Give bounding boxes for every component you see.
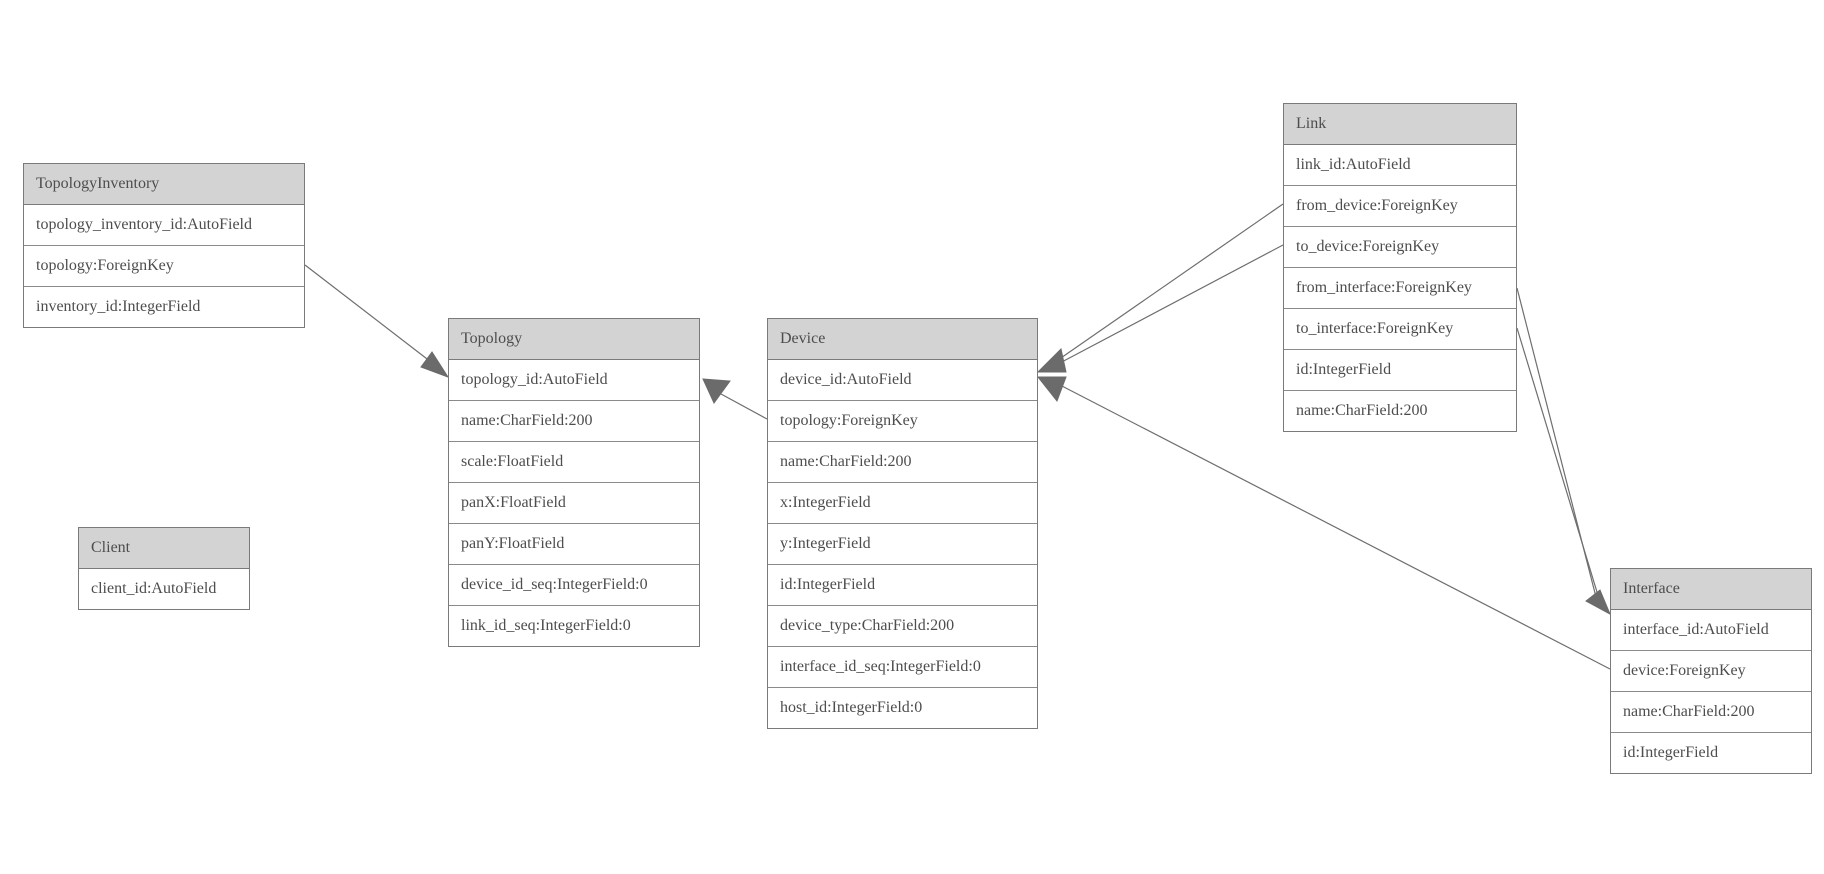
entity-device-title: Device xyxy=(768,319,1037,360)
edge-link-tointerface-interface xyxy=(1516,327,1601,603)
field-row: device_type:CharField:200 xyxy=(768,606,1037,647)
entity-topologyinventory-title: TopologyInventory xyxy=(24,164,304,205)
arrowhead-interface-from-link xyxy=(1585,589,1612,616)
field-row: y:IntegerField xyxy=(768,524,1037,565)
arrowhead-topology-from-device xyxy=(702,378,731,404)
field-row: topology:ForeignKey xyxy=(24,246,304,287)
edge-topologyinventory-topology xyxy=(304,264,432,363)
field-row: device:ForeignKey xyxy=(1611,651,1811,692)
field-row: inventory_id:IntegerField xyxy=(36,298,201,315)
field-row: id:IntegerField xyxy=(768,565,1037,606)
field-row: x:IntegerField xyxy=(768,483,1037,524)
edge-link-todevice-device xyxy=(1057,244,1284,365)
field-row: host_id:IntegerField:0 xyxy=(780,699,923,716)
field-row: interface_id:AutoField xyxy=(1611,610,1811,651)
field-row: topology_inventory_id:AutoField xyxy=(24,205,304,246)
entity-topologyinventory: TopologyInventory topology_inventory_id:… xyxy=(23,163,305,328)
field-row: to_device:ForeignKey xyxy=(1284,227,1516,268)
field-row: from_interface:ForeignKey xyxy=(1284,268,1516,309)
entity-device: Device device_id:AutoField topology:Fore… xyxy=(767,318,1038,729)
field-row: name:CharField:200 xyxy=(1296,402,1428,419)
field-row: from_device:ForeignKey xyxy=(1284,186,1516,227)
entity-topology-title: Topology xyxy=(449,319,699,360)
edge-device-topology xyxy=(720,393,768,420)
field-row: to_interface:ForeignKey xyxy=(1284,309,1516,350)
field-row: id:IntegerField xyxy=(1284,350,1516,391)
field-row: scale:FloatField xyxy=(449,442,699,483)
arrowhead-device-from-link xyxy=(1036,347,1067,373)
entity-interface-title: Interface xyxy=(1611,569,1811,610)
entity-link-title: Link xyxy=(1284,104,1516,145)
field-row: client_id:AutoField xyxy=(91,580,217,597)
entity-link: Link link_id:AutoField from_device:Forei… xyxy=(1283,103,1517,432)
entity-client: Client client_id:AutoField xyxy=(78,527,250,610)
field-row: name:CharField:200 xyxy=(449,401,699,442)
field-row: panX:FloatField xyxy=(449,483,699,524)
arrowhead-topology-from-topologyinventory xyxy=(420,351,450,378)
entity-interface: Interface interface_id:AutoField device:… xyxy=(1610,568,1812,774)
edge-interface-device xyxy=(1059,384,1611,670)
field-row: link_id_seq:IntegerField:0 xyxy=(461,617,631,634)
field-row: panY:FloatField xyxy=(449,524,699,565)
field-row: device_id_seq:IntegerField:0 xyxy=(449,565,699,606)
field-row: topology:ForeignKey xyxy=(768,401,1037,442)
arrowhead-device-from-interface xyxy=(1036,376,1067,403)
edge-link-fromdevice-device xyxy=(1057,203,1284,361)
field-row: id:IntegerField xyxy=(1623,744,1719,761)
field-row: topology_id:AutoField xyxy=(449,360,699,401)
field-row: device_id:AutoField xyxy=(768,360,1037,401)
field-row: name:CharField:200 xyxy=(768,442,1037,483)
field-row: interface_id_seq:IntegerField:0 xyxy=(768,647,1037,688)
field-row: name:CharField:200 xyxy=(1611,692,1811,733)
entity-topology: Topology topology_id:AutoField name:Char… xyxy=(448,318,700,647)
field-row: link_id:AutoField xyxy=(1284,145,1516,186)
entity-client-title: Client xyxy=(79,528,249,569)
